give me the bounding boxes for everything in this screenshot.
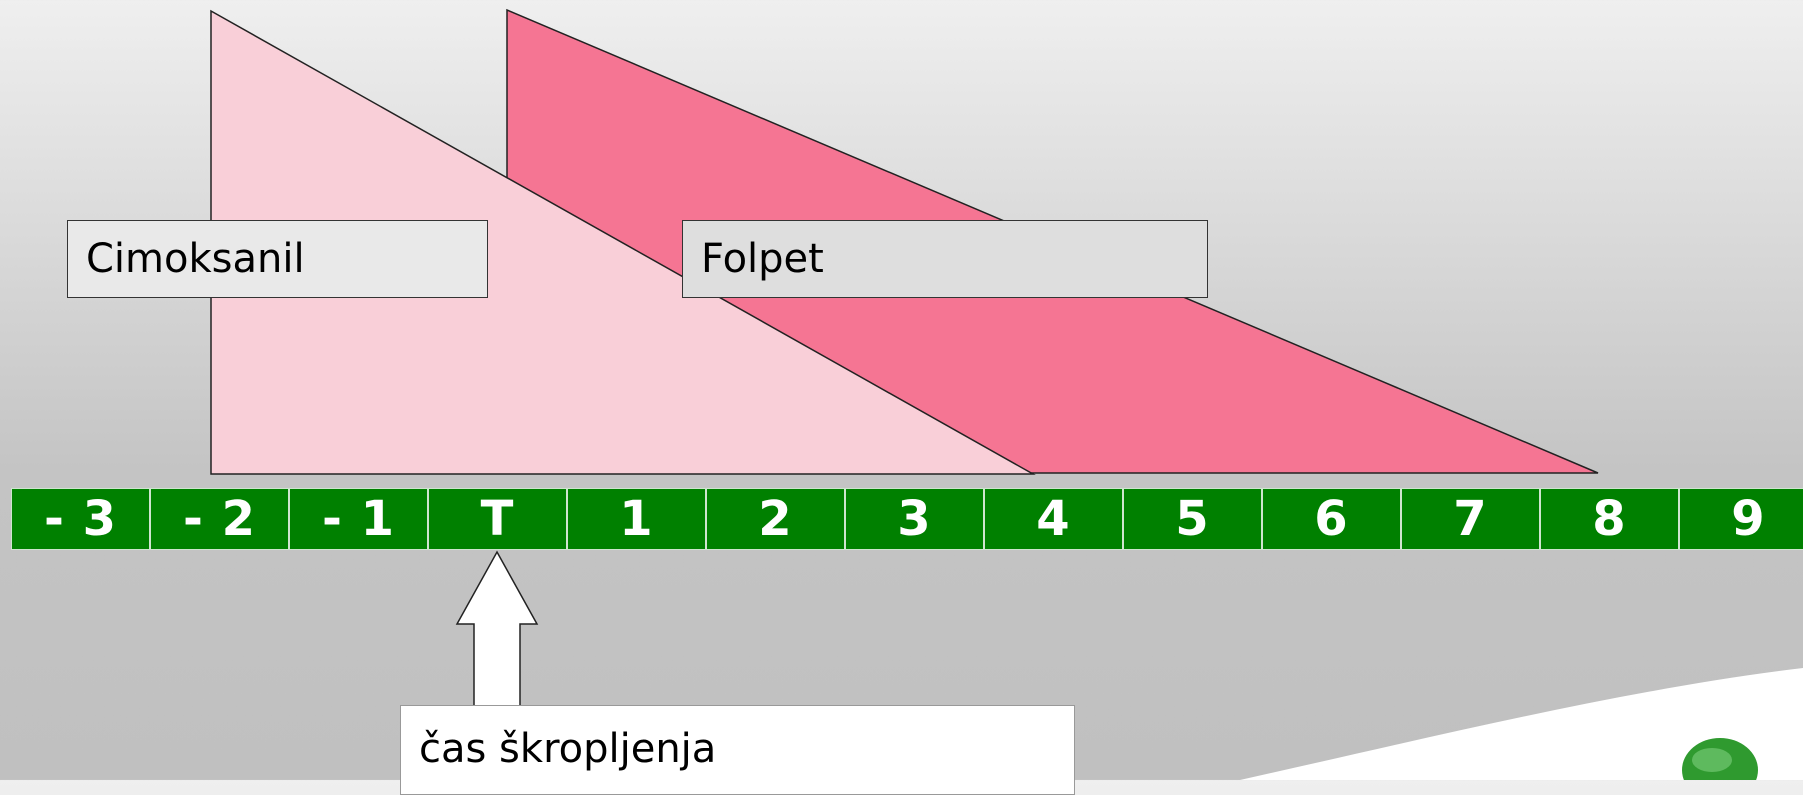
timeline-cell-minus-3: - 3 xyxy=(11,488,150,550)
timeline-cell-minus-1: - 1 xyxy=(289,488,428,550)
timeline-cell-2: 2 xyxy=(706,488,845,550)
cimoksanil-label-text: Cimoksanil xyxy=(86,236,305,282)
timeline-cell-minus-2: - 2 xyxy=(150,488,289,550)
timeline-cell-9: 9 xyxy=(1679,488,1803,550)
spray-time-label: čas škropljenja xyxy=(400,705,1075,795)
logo-orb-highlight xyxy=(1692,748,1732,772)
spray-time-label-text: čas škropljenja xyxy=(419,726,717,772)
timeline: - 3 - 2 - 1 T 1 2 3 4 5 6 7 8 9 xyxy=(11,488,1803,550)
timeline-cell-8: 8 xyxy=(1540,488,1679,550)
timeline-cell-t: T xyxy=(428,488,567,550)
timeline-cell-7: 7 xyxy=(1401,488,1540,550)
timeline-cell-5: 5 xyxy=(1123,488,1262,550)
timeline-cell-1: 1 xyxy=(567,488,706,550)
timeline-cell-6: 6 xyxy=(1262,488,1401,550)
folpet-label: Folpet xyxy=(682,220,1208,298)
cimoksanil-label: Cimoksanil xyxy=(67,220,488,298)
folpet-label-text: Folpet xyxy=(701,236,824,282)
timeline-cell-4: 4 xyxy=(984,488,1123,550)
timeline-cell-3: 3 xyxy=(845,488,984,550)
spray-time-arrow-icon xyxy=(455,550,539,711)
decorative-swoosh xyxy=(1240,668,1803,780)
